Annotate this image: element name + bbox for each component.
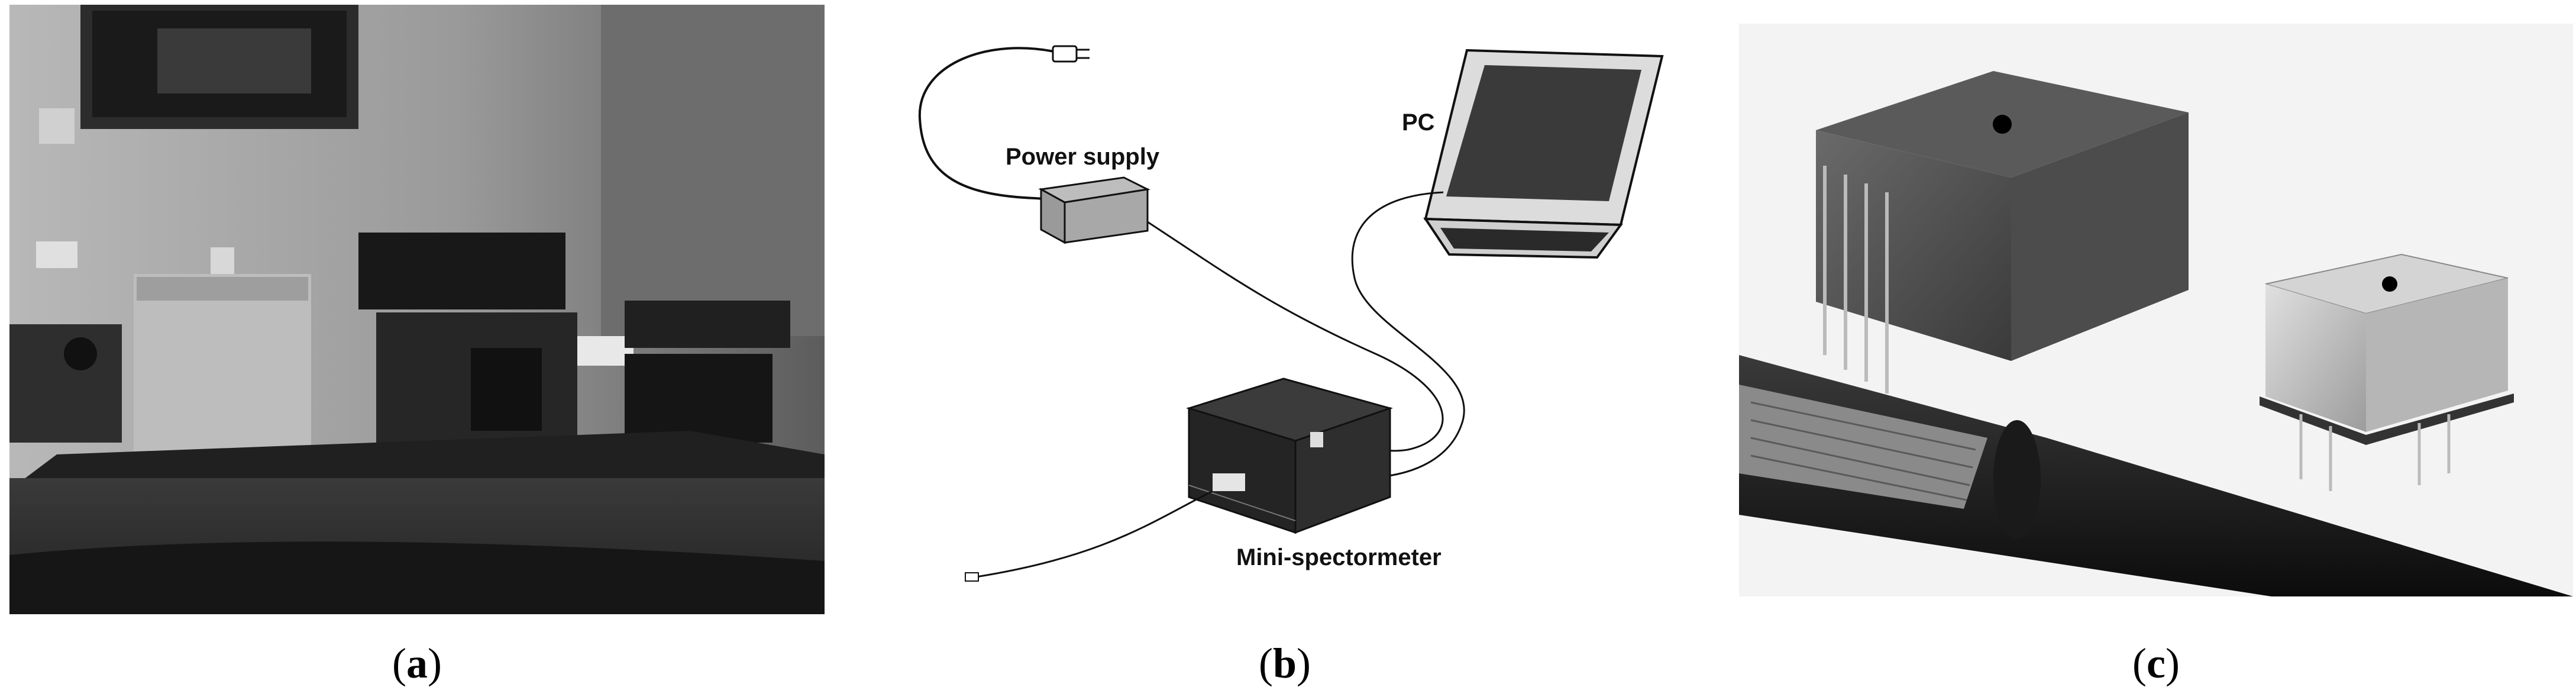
panel-c-sensor-photo [1739, 24, 2573, 596]
caption-a: (a) [392, 640, 442, 687]
sensor-modules-image [1739, 24, 2573, 596]
dc-cable [1147, 221, 1444, 452]
mini-spectrometer-icon [1185, 378, 1394, 534]
lab-photo-image [9, 5, 825, 614]
caption-c: (c) [2132, 640, 2180, 687]
power-plug-icon [1052, 45, 1090, 63]
power-supply-icon [1038, 176, 1150, 244]
panel-b-schematic: Power supply PC Mini-spectormeter [858, 0, 1686, 621]
power-supply-label: Power supply [1006, 144, 1160, 170]
caption-b: (b) [1258, 640, 1311, 687]
laptop-icon [1423, 49, 1664, 259]
usb-cable [1324, 191, 1465, 479]
pc-label: PC [1402, 109, 1435, 136]
panel-a-lab-photo [9, 5, 825, 614]
small-sensor-module [2260, 253, 2514, 491]
optical-fiber [975, 490, 1213, 578]
mini-spectrometer-label: Mini-spectormeter [1236, 544, 1441, 570]
fiber-bundle-cable [1739, 355, 2573, 596]
large-sensor-module [1816, 71, 2189, 393]
fiber-connector-icon [965, 572, 979, 582]
spectrometer-setup-diagram: Power supply PC Mini-spectormeter [918, 45, 1664, 582]
